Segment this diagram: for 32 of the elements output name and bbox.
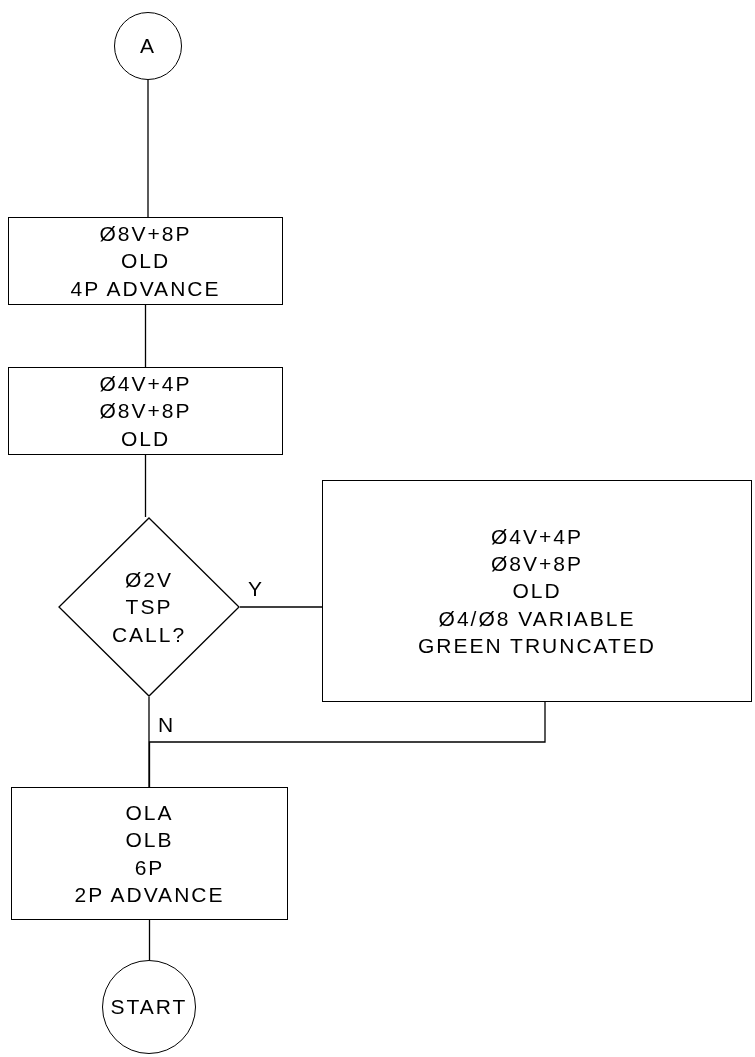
node-text: Ø8V+8P	[99, 398, 192, 425]
node-text: Ø4/Ø8 VARIABLE	[438, 605, 636, 632]
node-text: 4P ADVANCE	[70, 275, 221, 302]
connector-line	[148, 701, 546, 788]
node-text: Ø4V+4P	[99, 371, 192, 398]
node-text: 6P	[134, 854, 165, 881]
process-box	[8, 367, 283, 455]
node-text: A	[140, 33, 156, 60]
connector-line	[147, 79, 149, 218]
node-text: GREEN TRUNCATED	[417, 632, 657, 659]
process-box	[8, 217, 283, 305]
node-text: Ø8V+8P	[99, 221, 192, 248]
node-text: Ø4V+4P	[491, 523, 583, 550]
connector-line	[148, 696, 150, 788]
connector-line	[144, 454, 147, 518]
node-text: OLD	[120, 248, 171, 275]
connector-line	[144, 304, 147, 368]
process-box	[322, 480, 752, 702]
node-text: START	[110, 994, 188, 1021]
connector-line	[239, 606, 323, 608]
node-text: OLD	[512, 578, 562, 605]
connector-line	[148, 919, 151, 961]
node-text: Ø2V	[125, 567, 173, 594]
node-text: CALL?	[111, 621, 187, 648]
process-box	[11, 787, 288, 920]
node-text: OLD	[120, 425, 171, 452]
node-text: OLB	[125, 827, 174, 854]
node-text: OLA	[125, 799, 174, 826]
decision-diamond	[58, 517, 240, 697]
node-text: 2P ADVANCE	[74, 881, 225, 908]
node-text: Ø8V+8P	[491, 551, 583, 578]
node-text: TSP	[125, 594, 173, 621]
